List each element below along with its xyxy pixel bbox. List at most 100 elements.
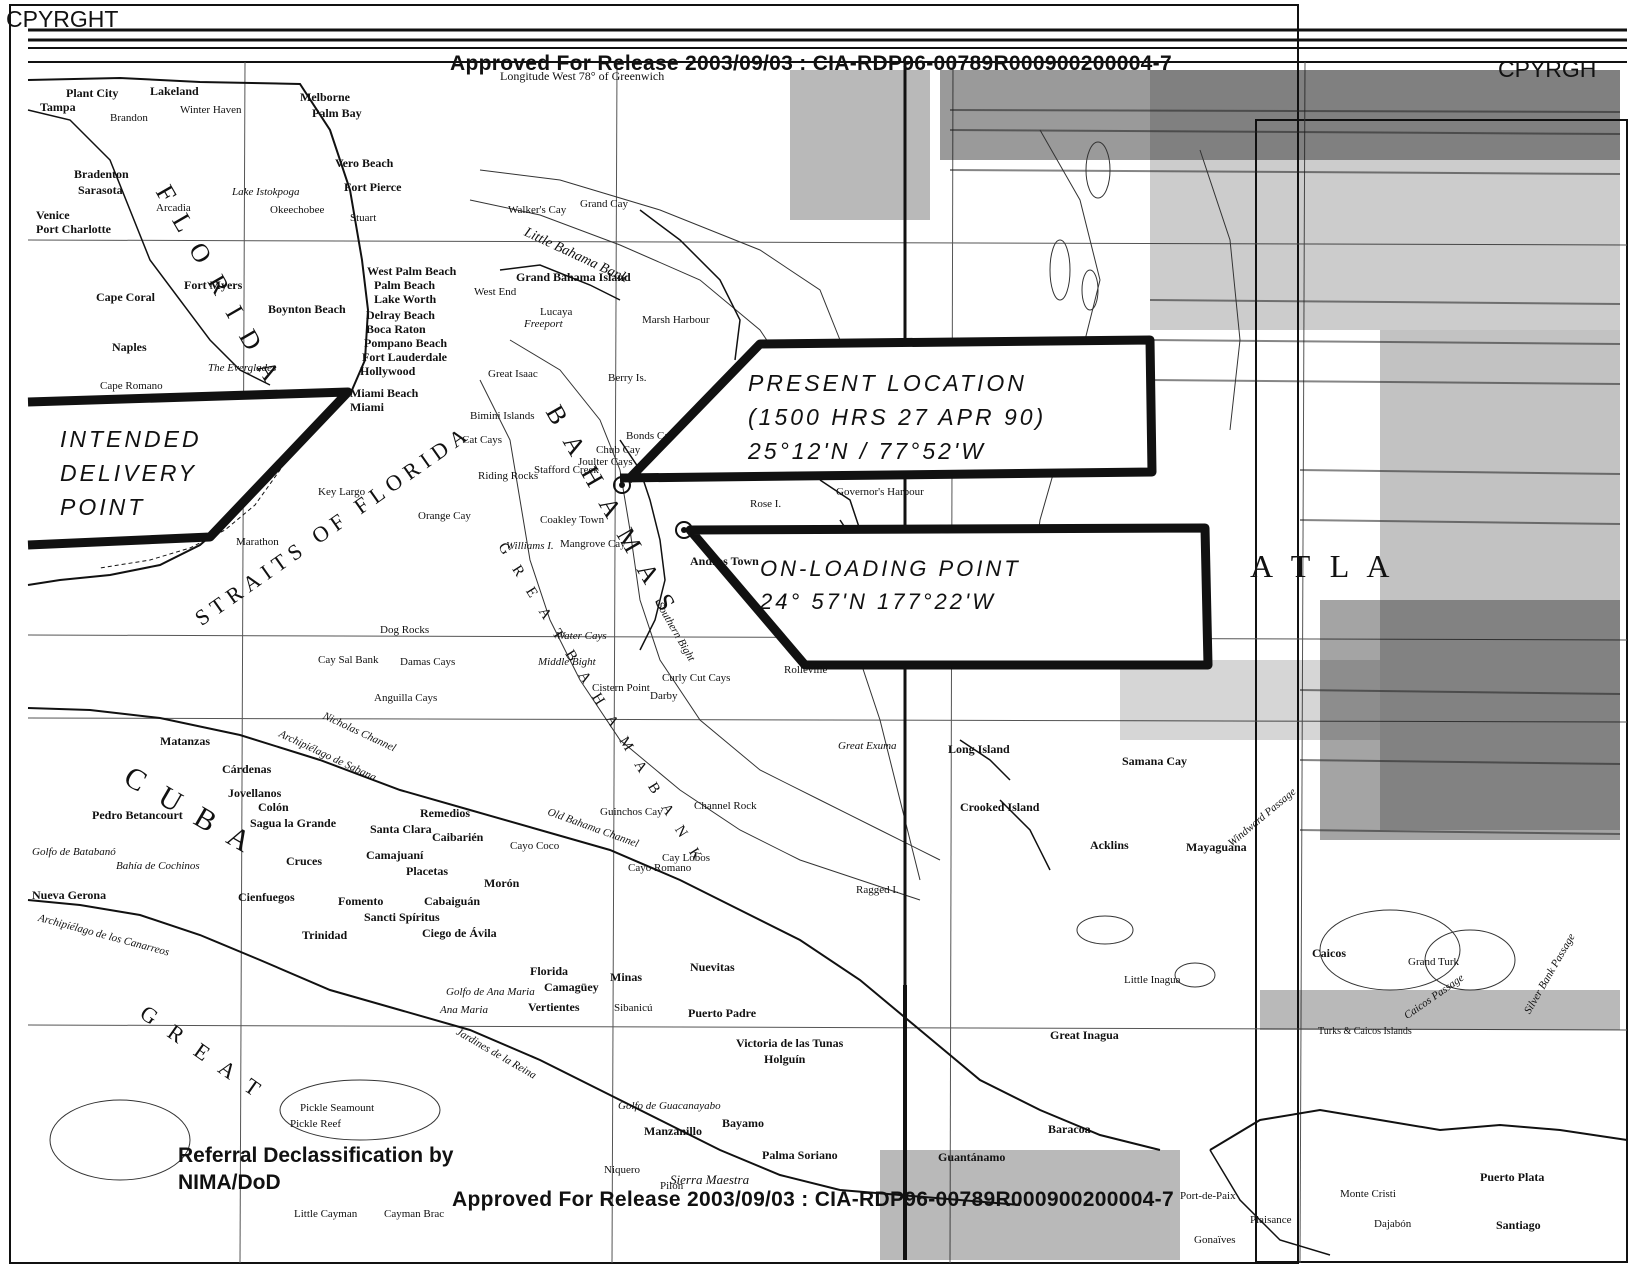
place-label: Riding Rocks (478, 470, 539, 482)
place-label: Stafford Creek (534, 464, 599, 476)
place-label: Walker's Cay (508, 204, 567, 216)
place-label: Brandon (110, 112, 148, 124)
place-label: Freeport (524, 318, 563, 330)
place-label: Cruces (286, 854, 322, 868)
intended-line-3: POINT (60, 494, 146, 520)
scan-noise (790, 70, 1620, 1260)
place-label: Cat Cays (462, 434, 503, 446)
place-label: Camagüey (544, 980, 599, 994)
place-label: Lake Istokpoga (232, 186, 300, 198)
place-label: Pilón (660, 1180, 684, 1192)
place-label: Morón (484, 876, 520, 890)
place-label: Fort Lauderdale (362, 350, 447, 364)
place-label: Manzanillo (644, 1124, 703, 1138)
place-label: Anguilla Cays (374, 692, 438, 704)
place-label: Andros Town (690, 554, 759, 568)
place-label: Minas (610, 970, 643, 984)
place-label: Golfo de Batabanó (32, 846, 116, 858)
place-label: Palm Beach (374, 278, 435, 292)
place-label: Plaisance (1250, 1214, 1292, 1226)
place-label: Boynton Beach (268, 302, 346, 316)
release-stamp-top: Approved For Release 2003/09/03 : CIA-RD… (450, 52, 1172, 75)
place-label: Placetas (406, 864, 448, 878)
place-label: Cayo Romano (628, 862, 692, 874)
place-label: Gonaïves (1194, 1234, 1236, 1246)
place-label: Mangrove Cay (560, 538, 626, 550)
place-label: Miami Beach (350, 386, 419, 400)
place-label: Fort Pierce (344, 180, 402, 194)
place-label: Pickle Reef (290, 1118, 342, 1130)
place-label: West End (474, 286, 517, 298)
place-label: Cay Lobos (662, 852, 710, 864)
place-label: Camajuaní (366, 848, 424, 862)
intended-delivery-text: INTENDED DELIVERY POINT (60, 422, 202, 524)
place-label: Cienfuegos (238, 890, 295, 904)
place-label: Cárdenas (222, 762, 272, 776)
region-atlantic: A T L A (1250, 548, 1396, 584)
place-label: Delray Beach (366, 308, 435, 322)
place-label: Hollywood (360, 364, 416, 378)
place-label: Cape Coral (96, 290, 155, 304)
place-label: Ana Maria (440, 1004, 488, 1016)
place-label: Governor's Harbour (836, 486, 924, 498)
place-label: Great Isaac (488, 368, 538, 380)
place-label: Monte Cristi (1340, 1188, 1396, 1200)
place-label: Niquero (604, 1164, 641, 1176)
place-label: Little Cayman (294, 1208, 358, 1220)
place-label: Lake Worth (374, 292, 437, 306)
cuba-coast (27, 707, 1161, 1151)
place-label: Guantánamo (938, 1150, 1006, 1164)
place-label: Colón (258, 800, 289, 814)
present-line-1: PRESENT LOCATION (748, 370, 1027, 396)
place-label: Great Inagua (1050, 1028, 1119, 1042)
referral-declassification: Referral Declassification by NIMA/DoD (178, 1144, 454, 1194)
place-label: Nuevitas (690, 960, 735, 974)
place-label: Sagua la Grande (250, 816, 337, 830)
place-label: Naples (112, 340, 147, 354)
place-label: Lucaya (540, 306, 573, 318)
place-label: Cayman Brac (384, 1208, 445, 1220)
on-loading-text: ON-LOADING POINT 24° 57'N 177°22'W (760, 552, 1021, 618)
longitude-label: Longitude West 78° of Greenwich (500, 69, 665, 83)
place-label: Cay Sal Bank (318, 654, 379, 666)
place-label: Boca Raton (366, 322, 426, 336)
release-stamp-bottom: Approved For Release 2003/09/03 : CIA-RD… (452, 1188, 1174, 1211)
place-label: Channel Rock (694, 800, 757, 812)
place-label: Marsh Harbour (642, 314, 710, 326)
place-label: Mayaguana (1186, 840, 1247, 854)
place-label: Cistern Point (592, 682, 650, 694)
place-label: Turks & Caicos Islands (1318, 1026, 1412, 1037)
place-label: Williams I. (506, 540, 554, 552)
place-label: Baracoa (1048, 1122, 1091, 1136)
place-label: Marathon (236, 536, 279, 548)
place-label: Fomento (338, 894, 384, 908)
place-label: Coakley Town (540, 514, 605, 526)
place-label: Sarasota (78, 183, 123, 197)
place-label: Fort Myers (184, 278, 243, 292)
place-label: Tampa (40, 100, 76, 114)
place-label: Arcadia (156, 202, 191, 214)
present-location-text: PRESENT LOCATION (1500 HRS 27 APR 90) 25… (748, 366, 1046, 468)
place-label: Vertientes (528, 1000, 580, 1014)
place-label: Sibanicú (614, 1002, 653, 1014)
place-label: Pickle Seamount (300, 1102, 375, 1114)
intended-line-2: DELIVERY (60, 460, 197, 486)
place-label: Miami (350, 400, 384, 414)
place-label: Chub Cay (596, 444, 641, 456)
place-label: Grand Turk (1408, 956, 1460, 968)
place-label: Sancti Spíritus (364, 910, 440, 924)
place-label: Caibarién (432, 830, 484, 844)
place-label: Golfo de Ana Maria (446, 986, 535, 998)
place-label: Middle Bight (538, 656, 596, 668)
present-line-3: 25°12'N / 77°52'W (748, 438, 986, 464)
on-loading-callout (685, 523, 1213, 670)
copyright-left: CPYRGHT (6, 6, 119, 32)
place-label: Remedios (420, 806, 470, 820)
place-label: Golfo de Guacanayabo (618, 1100, 721, 1112)
place-label: Pompano Beach (364, 336, 448, 350)
present-location-callout (619, 335, 1157, 484)
place-label: Stuart (350, 212, 377, 224)
place-label: Joulter Cays (578, 456, 633, 468)
place-label: Port Charlotte (36, 222, 111, 236)
place-label: Holguín (764, 1052, 806, 1066)
